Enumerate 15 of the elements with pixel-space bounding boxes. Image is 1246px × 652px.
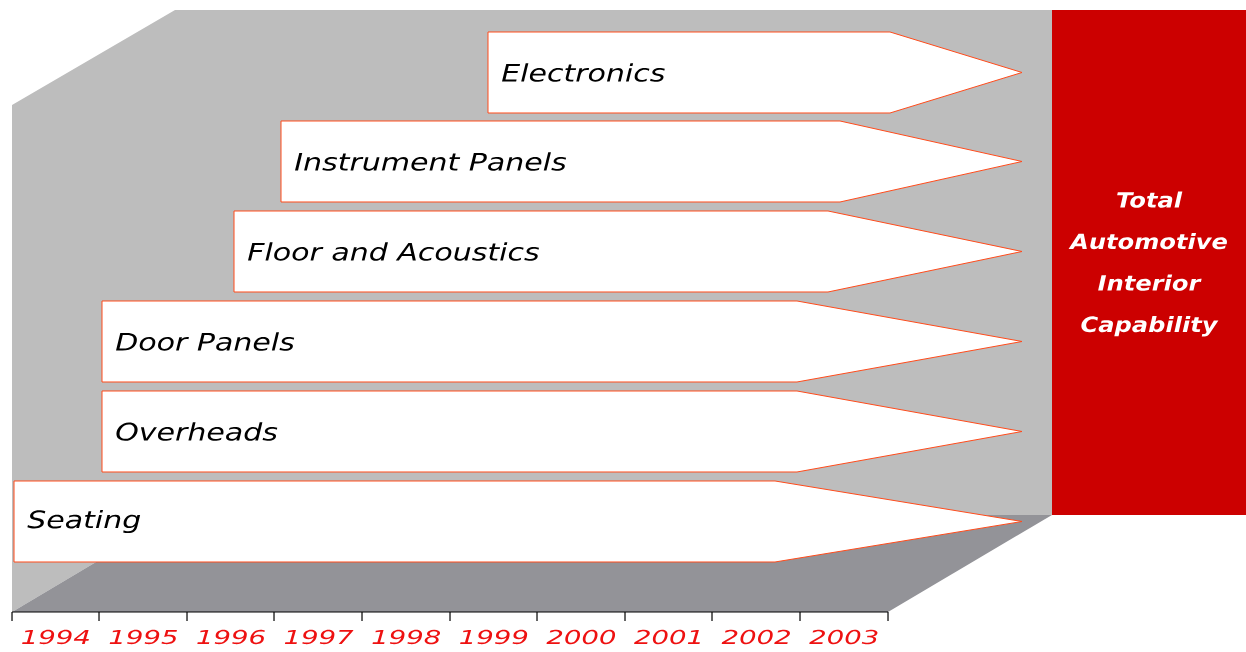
year-label: 1996 (197, 629, 265, 645)
year-label: 1998 (372, 629, 441, 645)
arrow-box: Overheads (101, 390, 1023, 473)
year-label: 2002 (721, 629, 790, 645)
year-label: 1999 (460, 629, 528, 645)
year-label: 2001 (634, 629, 700, 645)
arrow-box: Electronics (487, 31, 1023, 114)
year-label: 2000 (546, 629, 616, 645)
year-label: 1997 (284, 629, 354, 645)
arrow-box: Floor and Acoustics (233, 210, 1023, 293)
arrow-box: Door Panels (101, 300, 1023, 383)
year-label: 1994 (22, 629, 89, 645)
capability-box: Total Automotive Interior Capability (1052, 10, 1246, 515)
year-label: 1995 (109, 629, 177, 645)
year-label: 2003 (809, 629, 878, 645)
